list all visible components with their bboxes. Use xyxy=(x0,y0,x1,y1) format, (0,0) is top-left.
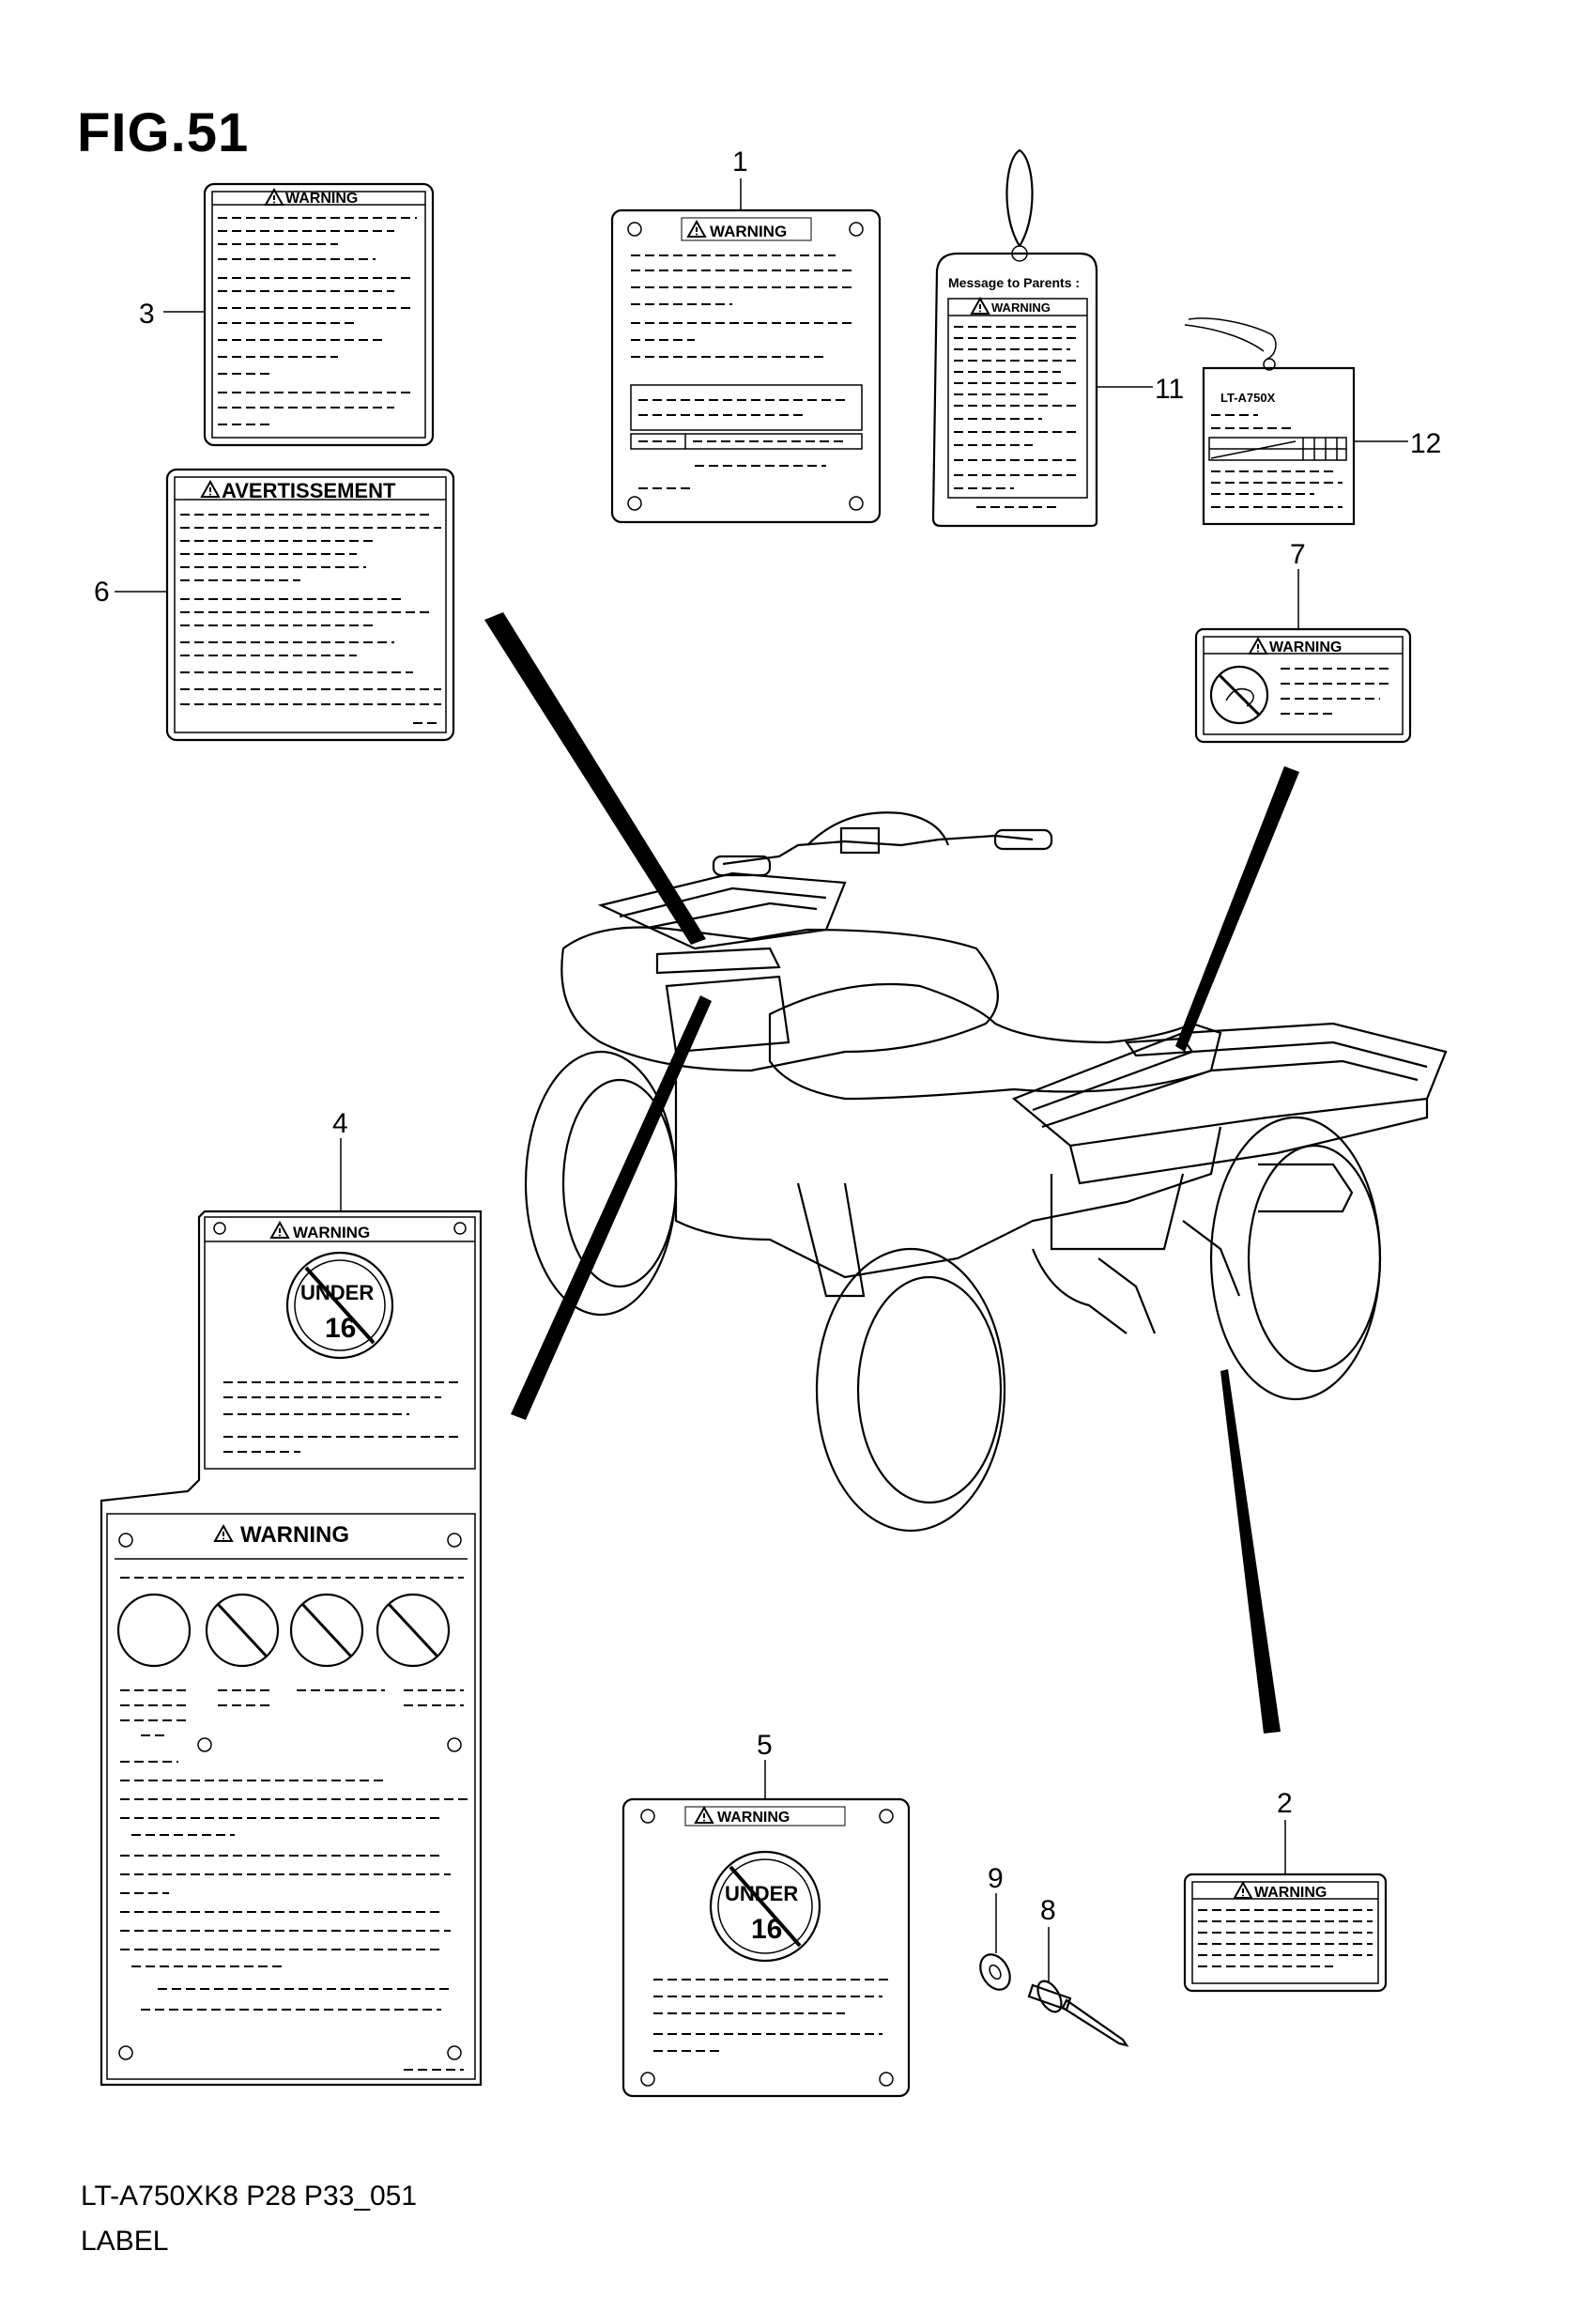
pointer-wedge-upper xyxy=(484,612,706,945)
callout-8: 8 xyxy=(1040,1895,1056,1926)
label-4-upper-heading: WARNING xyxy=(293,1224,370,1241)
callout-4: 4 xyxy=(332,1108,348,1139)
label-5-heading: WARNING xyxy=(717,1810,790,1826)
callout-9: 9 xyxy=(988,1863,1004,1894)
pointer-wedge-left xyxy=(511,995,712,1420)
label-3-heading: WARNING xyxy=(285,191,358,207)
callout-6: 6 xyxy=(94,577,110,608)
footer-model-code: LT-A750XK8 P28 P33_051 xyxy=(81,2181,418,2212)
label-2: WARNING xyxy=(1183,1873,1388,1993)
tag-12: LT-A750X xyxy=(1184,317,1356,526)
pointer-wedge-lower xyxy=(1220,1369,1281,1734)
callout-1: 1 xyxy=(732,146,748,177)
part-8-rivet xyxy=(1027,1980,1129,2047)
label-4-under-age: 16 xyxy=(325,1313,356,1344)
label-4: WARNING UNDER 16 WARNING xyxy=(100,1210,483,2087)
label-6-heading: AVERTISSEMENT xyxy=(222,479,396,502)
pointer-wedge-seat xyxy=(1175,766,1299,1052)
tag-11-heading: Message to Parents : xyxy=(948,275,1080,290)
label-7-heading: WARNING xyxy=(1269,640,1342,655)
label-4-under-text: UNDER xyxy=(300,1281,374,1304)
atv-illustration xyxy=(524,811,1448,1533)
label-5-under-text: UNDER xyxy=(725,1882,798,1905)
label-2-heading: WARNING xyxy=(1254,1885,1327,1901)
label-6: AVERTISSEMENT xyxy=(165,468,455,742)
figure-title: FIG.51 xyxy=(77,102,250,163)
label-7: WARNING xyxy=(1194,627,1412,744)
footer-section-label: LABEL xyxy=(81,2226,169,2257)
tag-11: Message to Parents : WARNING xyxy=(931,148,1098,528)
callout-2: 2 xyxy=(1277,1788,1293,1819)
label-5: WARNING UNDER 16 xyxy=(622,1797,911,2098)
tag-11-warning: WARNING xyxy=(991,301,1051,315)
callout-7: 7 xyxy=(1290,539,1306,570)
callout-12: 12 xyxy=(1410,428,1441,459)
part-9-washer xyxy=(979,1953,1011,1991)
label-5-under-age: 16 xyxy=(751,1914,782,1945)
label-3: WARNING xyxy=(203,182,435,447)
label-1-heading: WARNING xyxy=(710,223,787,240)
callout-11: 11 xyxy=(1155,374,1184,405)
label-4-lower-heading: WARNING xyxy=(240,1522,349,1548)
label-1: 1 WARNING xyxy=(610,146,882,524)
callout-3: 3 xyxy=(139,299,155,330)
tag-12-model: LT-A750X xyxy=(1220,391,1276,405)
callout-5: 5 xyxy=(757,1730,773,1761)
